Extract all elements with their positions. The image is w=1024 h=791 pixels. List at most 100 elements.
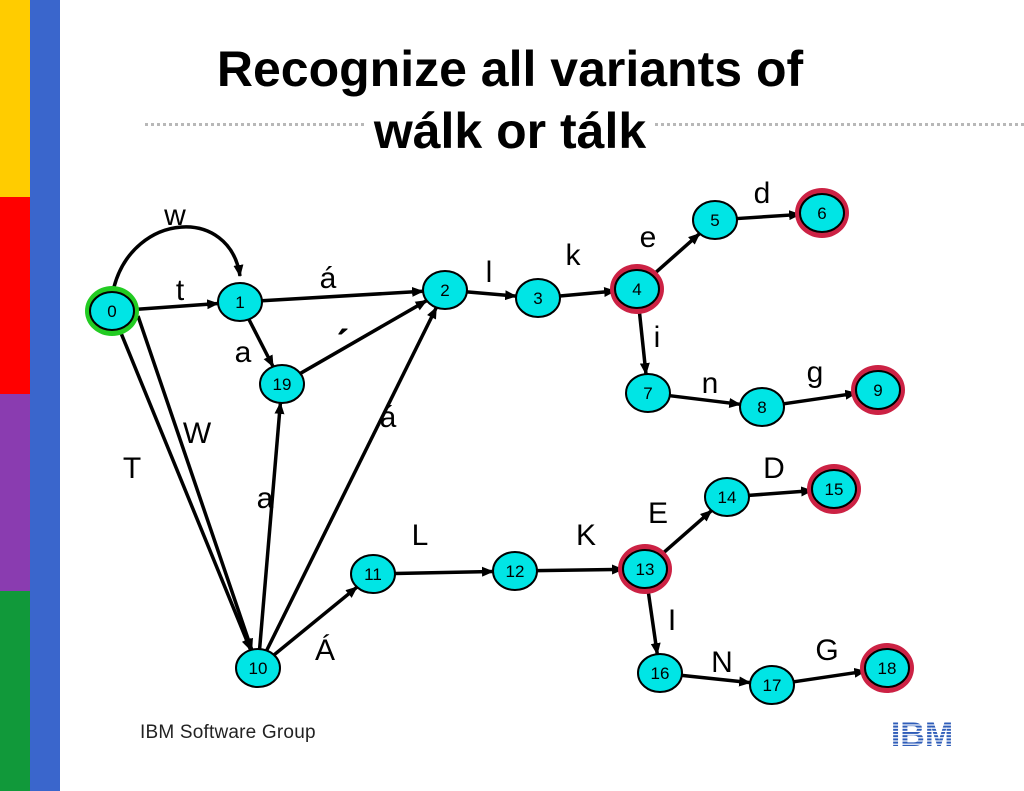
- state-circle-8: [739, 387, 785, 427]
- edge-label-4-to-5: e: [640, 221, 657, 254]
- state-circle-2: [422, 270, 468, 310]
- footer-text: IBM Software Group: [140, 722, 316, 743]
- edge-13-to-16: [645, 587, 661, 656]
- edge-label-13-to-14: E: [648, 497, 668, 530]
- state-circle-18: [864, 648, 910, 688]
- state-node-5: 5: [692, 200, 738, 240]
- slide-title: Recognize all variants of wálk or tálk: [150, 38, 870, 162]
- edge-label-11-to-12: L: [412, 519, 429, 552]
- edge-label-13-to-16: I: [668, 604, 676, 637]
- edge-label-16-to-17: N: [711, 646, 733, 679]
- edge-16-to-17: [681, 673, 752, 687]
- state-node-13: 13: [618, 544, 672, 594]
- state-node-10: 10: [235, 648, 281, 688]
- stripe-purple: [0, 394, 30, 591]
- edge-label-10-to-19: a: [257, 482, 274, 515]
- state-circle-19: [259, 364, 305, 404]
- state-node-17: 17: [749, 665, 795, 705]
- state-label-5: 5: [710, 211, 719, 230]
- edge-0-to-1: [112, 225, 244, 288]
- state-node-8: 8: [739, 387, 785, 427]
- state-label-8: 8: [757, 398, 766, 417]
- edge-14-to-15: [748, 486, 814, 498]
- state-circle-9: [855, 370, 901, 410]
- state-circle-7: [625, 373, 671, 413]
- state-circle-1: [217, 282, 263, 322]
- edge-label-8-to-9: g: [807, 356, 824, 389]
- ibm-logo-text: IBM: [891, 716, 953, 750]
- state-node-15: 15: [807, 464, 861, 514]
- state-label-7: 7: [643, 384, 652, 403]
- edge-label-2-to-3: l: [486, 256, 493, 289]
- edge-3-to-4: [559, 287, 617, 298]
- edge-10-to-19: [257, 401, 285, 650]
- state-label-12: 12: [506, 562, 525, 581]
- state-circle-11: [350, 554, 396, 594]
- edge-10-to-2: [265, 306, 438, 652]
- edge-7-to-8: [669, 393, 742, 408]
- edge-label-10-to-11: Á: [315, 634, 335, 667]
- state-node-7: 7: [625, 373, 671, 413]
- state-node-0: 0: [85, 286, 139, 336]
- state-label-3: 3: [533, 289, 542, 308]
- state-label-18: 18: [878, 659, 897, 678]
- state-circle-3: [515, 278, 561, 318]
- edge-1-to-19: [247, 318, 275, 368]
- edge-4-to-7: [637, 307, 650, 376]
- state-circle-17: [749, 665, 795, 705]
- edge-1-to-2: [261, 286, 425, 303]
- edge-label-3-to-4: k: [566, 239, 582, 272]
- state-circle-16: [637, 653, 683, 693]
- edge-10-to-11: [272, 585, 359, 657]
- edge-label-14-to-15: D: [763, 452, 785, 485]
- state-circle-5: [692, 200, 738, 240]
- state-label-14: 14: [718, 488, 737, 507]
- state-label-19: 19: [273, 375, 292, 394]
- state-circle-13: [622, 549, 668, 589]
- state-label-10: 10: [249, 659, 268, 678]
- state-node-11: 11: [350, 554, 396, 594]
- state-circle-14: [704, 477, 750, 517]
- edge-label-0-to-1: t: [176, 274, 185, 307]
- state-label-1: 1: [235, 293, 244, 312]
- side-bar: [30, 0, 60, 791]
- edge-label-5-to-6: d: [754, 177, 771, 210]
- edge-13-to-14: [659, 509, 713, 557]
- stripe-yellow: [0, 0, 30, 197]
- edge-label-1-to-2: á: [320, 262, 337, 295]
- state-label-4: 4: [632, 280, 641, 299]
- state-circle-15: [811, 469, 857, 509]
- edge-label-1-to-19: a: [235, 336, 252, 369]
- edge-label-0-to-1: w: [163, 199, 186, 232]
- state-label-13: 13: [636, 560, 655, 579]
- stripe-red: [0, 197, 30, 394]
- state-label-11: 11: [364, 565, 382, 584]
- state-label-9: 9: [873, 381, 882, 400]
- edge-5-to-6: [736, 210, 802, 221]
- state-circle-4: [614, 269, 660, 309]
- state-node-4: 4: [610, 264, 664, 314]
- edge-label-17-to-18: G: [815, 634, 838, 667]
- edge-4-to-5: [651, 232, 701, 277]
- edge-17-to-18: [793, 667, 867, 684]
- state-node-16: 16: [637, 653, 683, 693]
- edge-12-to-13: [536, 564, 625, 575]
- edge-11-to-12: [394, 566, 495, 577]
- edge-label-12-to-13: K: [576, 519, 596, 552]
- title-line-2: wálk or tálk: [365, 100, 655, 162]
- edge-0-to-1: [133, 299, 220, 312]
- state-node-18: 18: [860, 643, 914, 693]
- edge-2-to-3: [466, 290, 518, 301]
- state-node-19: 19: [259, 364, 305, 404]
- edge-label-19-to-2: ˊ: [336, 321, 351, 370]
- state-label-16: 16: [651, 664, 670, 683]
- edge-label-0-to-10: W: [183, 417, 212, 450]
- state-node-2: 2: [422, 270, 468, 310]
- state-circle-0: [89, 291, 135, 331]
- stripe-green: [0, 591, 30, 791]
- state-label-15: 15: [825, 480, 844, 499]
- edge-8-to-9: [783, 389, 858, 406]
- state-node-9: 9: [851, 365, 905, 415]
- state-label-2: 2: [440, 281, 449, 300]
